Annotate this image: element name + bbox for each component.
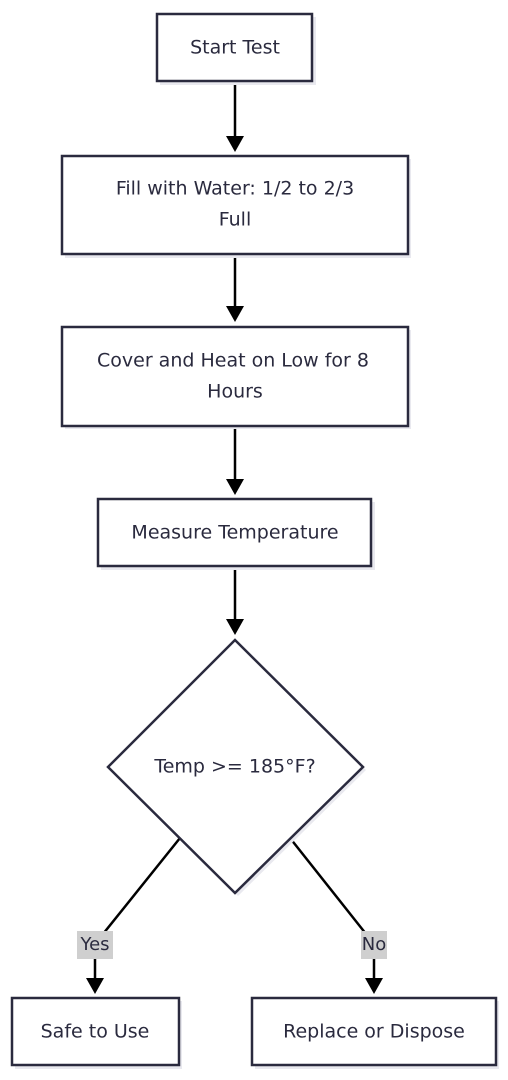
node-safe-label: Safe to Use <box>41 1021 150 1043</box>
node-fill-label-line2: Full <box>219 209 252 231</box>
edge-label-yes-text: Yes <box>79 934 109 955</box>
node-heat-label-line1: Cover and Heat on Low for 8 <box>97 350 369 372</box>
arrowhead-decision <box>226 619 244 635</box>
node-fill-label-line1: Fill with Water: 1/2 to 2/3 <box>116 178 354 200</box>
edge-label-yes: Yes <box>77 931 113 959</box>
node-replace-box <box>250 996 498 1067</box>
node-fill-box <box>60 154 410 256</box>
node-heat: Cover and Heat on Low for 8 Hours <box>60 325 411 429</box>
node-fill: Fill with Water: 1/2 to 2/3 Full <box>60 154 411 258</box>
node-heat-box <box>60 325 410 428</box>
node-replace: Replace or Dispose <box>250 996 499 1069</box>
node-safe-box <box>10 996 181 1067</box>
node-measure-label: Measure Temperature <box>131 522 338 544</box>
node-decision: Temp >= 185°F? <box>106 638 366 896</box>
edge-label-yes-bg <box>77 931 113 959</box>
arrowhead-safe <box>86 978 104 994</box>
node-decision-label: Temp >= 185°F? <box>153 756 315 778</box>
node-start-box <box>155 12 314 83</box>
node-heat-label-line2: Hours <box>207 381 263 403</box>
node-start-label: Start Test <box>190 37 280 59</box>
node-safe: Safe to Use <box>10 996 182 1069</box>
arrowhead-heat <box>226 306 244 322</box>
edge-label-no-text: No <box>362 934 386 955</box>
node-start: Start Test <box>155 12 316 85</box>
edge-label-no-bg <box>361 931 387 959</box>
arrowhead-fill <box>226 136 244 152</box>
node-replace-label: Replace or Dispose <box>283 1021 465 1043</box>
node-measure-box <box>96 497 373 568</box>
node-measure: Measure Temperature <box>96 497 375 570</box>
arrowhead-measure <box>226 479 244 495</box>
node-decision-diamond <box>106 638 365 895</box>
edge-label-no: No <box>361 931 387 959</box>
arrowhead-replace <box>365 978 383 994</box>
